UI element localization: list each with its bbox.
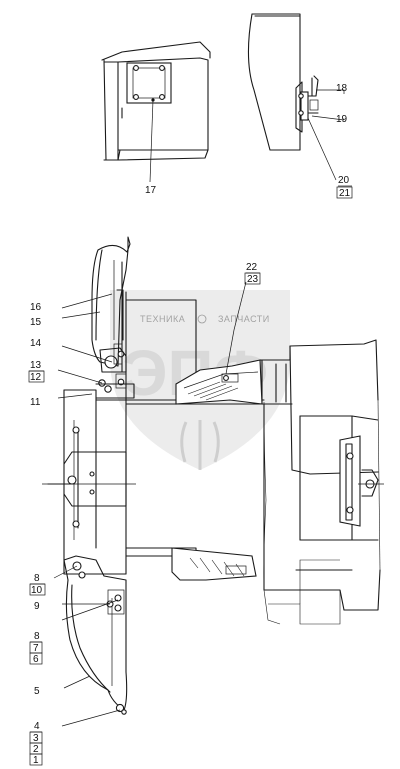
watermark-gear-icon (197, 314, 207, 324)
callout-16: 16 (30, 302, 42, 313)
callout-5: 5 (34, 686, 40, 697)
leader-lines (53, 89, 345, 727)
watermark-text-top: ТЕХНИКА (140, 314, 185, 324)
bumper-assembly (42, 236, 136, 715)
callout-19: 19 (336, 114, 348, 125)
callout-labels: 17 18 19 20 21 22 23 16 15 14 13 12 11 8… (28, 83, 353, 766)
callout-4: 4 (34, 721, 40, 732)
callout-9: 9 (34, 601, 40, 612)
callout-23: 23 (247, 274, 259, 285)
callout-11: 11 (30, 397, 41, 408)
callout-17: 17 (145, 185, 157, 196)
vehicle-frame (125, 291, 384, 625)
callout-8-upper: 8 (34, 573, 40, 584)
callout-12: 12 (30, 372, 42, 383)
callout-6: 6 (33, 654, 39, 665)
callout-22: 22 (246, 262, 258, 273)
callout-1: 1 (33, 755, 39, 766)
callout-14: 14 (30, 338, 42, 349)
callout-21: 21 (339, 188, 351, 199)
detail-view-18-21 (247, 13, 319, 151)
watermark-wheat-icon (180, 420, 220, 470)
callout-10: 10 (31, 585, 43, 596)
callout-20: 20 (338, 175, 350, 186)
callout-18: 18 (336, 83, 348, 94)
callout-7: 7 (33, 643, 39, 654)
detail-view-17 (101, 41, 211, 183)
callout-3: 3 (33, 733, 39, 744)
callout-8-lower: 8 (34, 631, 40, 642)
watermark-text-right: ЗАПЧАСТИ (218, 314, 270, 324)
callout-15: 15 (30, 317, 42, 328)
callout-13: 13 (30, 360, 42, 371)
callout-2: 2 (33, 744, 39, 755)
